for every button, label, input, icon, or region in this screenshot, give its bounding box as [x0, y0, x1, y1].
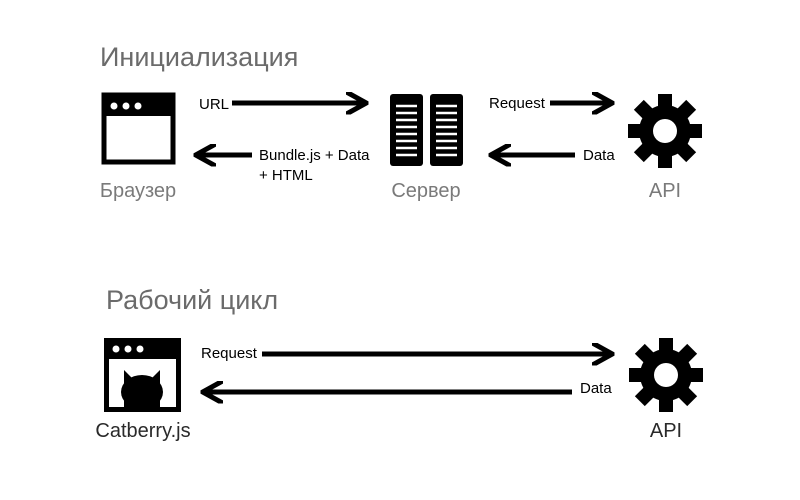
- edge-label-bundle-1: Bundle.js + Data: [259, 147, 370, 164]
- gear-icon: [628, 94, 702, 168]
- node-label-catberry: Catberry.js: [95, 420, 190, 442]
- edge-label-request-work: Request: [201, 345, 258, 362]
- node-label-api-work: API: [650, 420, 682, 442]
- gear-icon: [629, 338, 703, 412]
- edge-label-bundle-2: + HTML: [259, 167, 313, 184]
- node-label-server: Сервер: [391, 180, 460, 202]
- edge-label-data-init: Data: [583, 147, 615, 164]
- edge-label-url: URL: [199, 96, 229, 113]
- edge-label-request-init: Request: [489, 95, 546, 112]
- cat-browser-icon: [104, 338, 181, 412]
- section-title-work: Рабочий цикл: [106, 285, 278, 315]
- edge-label-data-work: Data: [580, 380, 612, 397]
- server-rack-icon: [390, 94, 463, 166]
- node-label-browser: Браузер: [100, 180, 176, 202]
- browser-window-icon: [101, 92, 176, 165]
- node-label-api: API: [649, 180, 681, 202]
- section-title-init: Инициализация: [100, 42, 298, 72]
